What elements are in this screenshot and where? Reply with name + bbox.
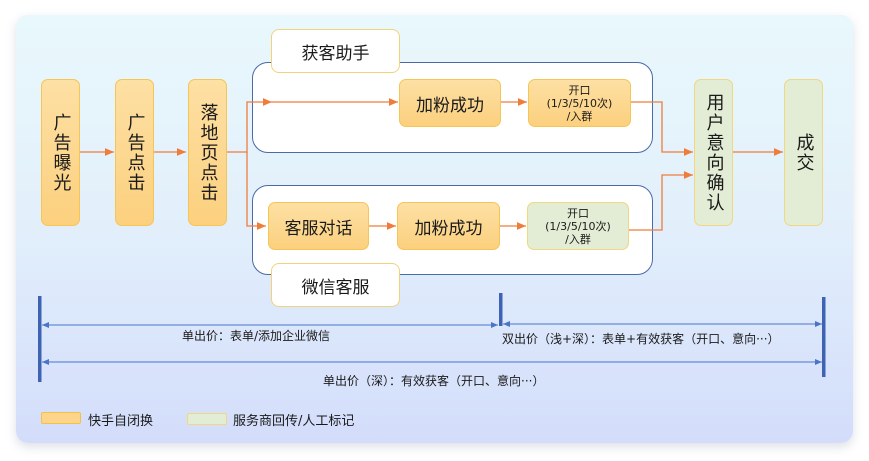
step-top-open-join: 开口 (1/3/5/10次) /入群: [528, 79, 631, 127]
group-title-wechat-service: 微信客服: [271, 263, 400, 307]
bid-single-shallow-label: 单出价：表单/添加企业微信: [182, 329, 331, 343]
legend-label-kuaishou: 快手自闭换: [88, 414, 154, 429]
stage-landing-click: 落地页点击: [188, 79, 227, 226]
stage-ad-click: 广告点击: [115, 79, 154, 226]
arrow-top-open-to-intent: [630, 101, 693, 156]
step-bottom-open-join: 开口 (1/3/5/10次) /入群: [527, 202, 629, 250]
arrow-bottom-open-to-intent: [629, 171, 693, 231]
bracket-right: [822, 297, 826, 377]
legend-label-provider: 服务商回传/人工标记: [233, 414, 355, 429]
step-bottom-service-chat: 客服对话: [268, 202, 369, 250]
stage-intent-confirm: 用户意向确认: [694, 79, 733, 226]
bracket-middle: [499, 293, 503, 326]
arrow-landing-to-bottom: [246, 152, 266, 230]
step-top-fans-success: 加粉成功: [399, 79, 501, 127]
group-title-customer-assistant: 获客助手: [271, 29, 400, 73]
legend-swatch-kuaishou: [41, 412, 81, 424]
legend-swatch-provider: [187, 413, 227, 425]
arrow-landing-to-top: [227, 98, 272, 153]
bracket-left: [38, 296, 42, 382]
bid-double-label: 双出价（浅+深）：表单+有效获客（开口、意向···）: [502, 332, 780, 346]
stage-ad-impression: 广告曝光: [41, 79, 80, 226]
bid-single-deep-label: 单出价（深）：有效获客（开口、意向···）: [323, 374, 545, 388]
stage-deal: 成交: [784, 79, 823, 226]
step-bottom-fans-success: 加粉成功: [397, 202, 500, 250]
